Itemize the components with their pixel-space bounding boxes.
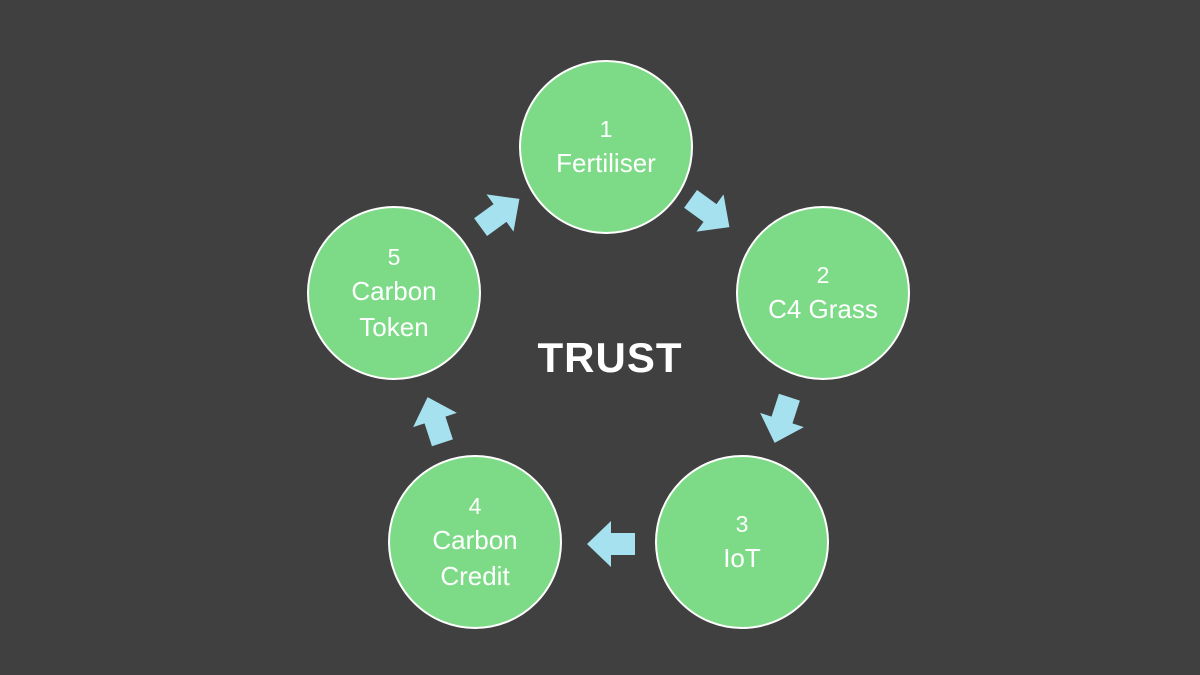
flow-arrow-icon bbox=[749, 387, 815, 453]
node-label: Fertiliser bbox=[556, 148, 656, 178]
node-label: IoT bbox=[723, 543, 761, 573]
cycle-node-iot: 3 IoT bbox=[655, 455, 829, 629]
node-label-line-2: Credit bbox=[440, 561, 510, 591]
node-number: 2 bbox=[816, 262, 830, 288]
node-label-line-2: Token bbox=[359, 312, 429, 342]
cycle-node-fertiliser: 1 Fertiliser bbox=[519, 60, 693, 234]
node-label-line-1: Carbon bbox=[351, 276, 437, 306]
node-number: 1 bbox=[599, 116, 613, 142]
flow-arrow-icon bbox=[674, 177, 747, 250]
node-label: C4 Grass bbox=[768, 294, 878, 324]
cycle-node-carbon-credit: 4 Carbon Credit bbox=[388, 455, 562, 629]
center-label: TRUST bbox=[537, 334, 683, 381]
node-label-line-1: Carbon bbox=[432, 525, 518, 555]
node-number: 4 bbox=[468, 493, 482, 519]
cycle-node-c4-grass: 2 C4 Grass bbox=[736, 206, 910, 380]
flow-arrow-icon bbox=[464, 177, 537, 250]
node-number: 3 bbox=[735, 511, 749, 537]
cycle-node-carbon-token: 5 Carbon Token bbox=[307, 206, 481, 380]
flow-arrow-icon bbox=[402, 387, 468, 453]
flow-arrow-icon bbox=[585, 518, 637, 570]
node-number: 5 bbox=[387, 244, 401, 270]
